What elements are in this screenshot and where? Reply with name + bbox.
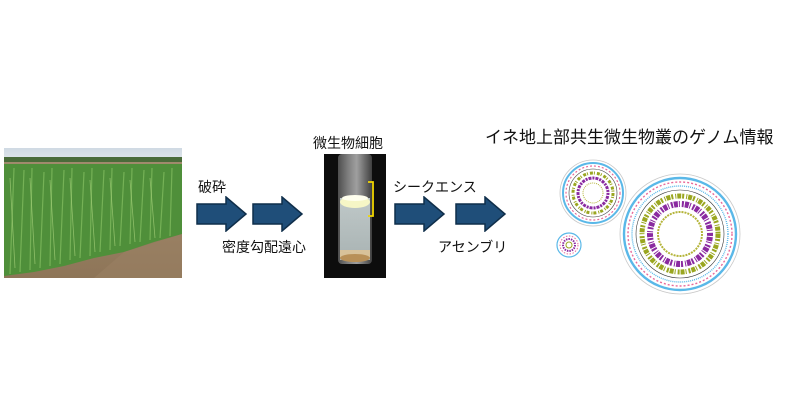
result-title: イネ地上部共生微生物叢のゲノム情報 xyxy=(485,128,774,148)
genome-map-small-top xyxy=(558,158,628,228)
arrow-step2a xyxy=(394,196,446,232)
step1-label-bottom: 密度勾配遠心 xyxy=(222,240,306,256)
tube-label: 微生物細胞 xyxy=(313,136,383,152)
step1-label-top: 破砕 xyxy=(198,180,226,196)
step2-label-top: シークエンス xyxy=(393,180,477,196)
step2-label-bottom: アセンブリ xyxy=(438,240,508,256)
genome-map-tiny xyxy=(556,232,582,258)
arrow-step1a xyxy=(196,196,248,232)
arrow-step1b xyxy=(252,196,304,232)
centrifuge-tube-photo xyxy=(324,154,386,278)
arrow-step2b xyxy=(455,196,507,232)
genome-map-large xyxy=(618,172,742,296)
rice-field-photo xyxy=(4,148,182,278)
